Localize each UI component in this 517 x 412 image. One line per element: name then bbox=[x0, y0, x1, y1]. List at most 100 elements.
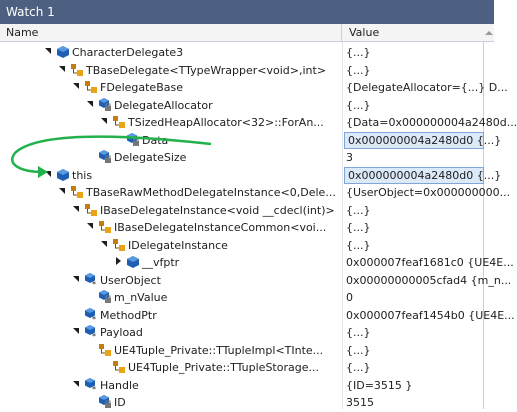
row-value[interactable]: 0x000007feaf1454b0 {UE4E... bbox=[346, 308, 515, 322]
row-value[interactable]: {...} bbox=[346, 221, 371, 234]
svg-text:*: * bbox=[92, 385, 96, 394]
row-name: FDelegateBase bbox=[100, 81, 183, 94]
row-name: DelegateAllocator bbox=[114, 98, 213, 112]
watch-row[interactable]: DelegateAllocator {...} bbox=[0, 96, 494, 115]
watch-row[interactable]: this 0x000000004a2480d0 {...} bbox=[0, 166, 501, 185]
watch-row[interactable]: TBaseDelegate<TTypeWrapper<void>,int> {.… bbox=[0, 61, 494, 80]
expanded-triangle-icon[interactable] bbox=[72, 380, 82, 390]
expanded-triangle-icon[interactable] bbox=[58, 65, 68, 75]
row-value[interactable]: {...} bbox=[346, 98, 371, 112]
row-value[interactable]: 3515 bbox=[346, 396, 374, 409]
expander-placeholder bbox=[72, 310, 82, 320]
row-value[interactable]: 0x000000004a2480d0 {...} bbox=[344, 131, 501, 149]
expanded-triangle-icon[interactable] bbox=[86, 100, 96, 110]
row-value[interactable]: 0 bbox=[346, 291, 353, 304]
watch-row[interactable]: __vfptr 0x000007feaf1681c0 {UE4E... bbox=[0, 253, 514, 272]
expander-placeholder bbox=[86, 345, 96, 355]
row-name: UE4Tuple_Private::TTupleImpl<TInte... bbox=[114, 343, 324, 357]
row-name: this bbox=[72, 168, 93, 182]
object-blue-icon bbox=[56, 45, 70, 59]
scroll-up-icon[interactable] bbox=[484, 24, 494, 41]
watch-rows: CharacterDelegate3 {...} TBaseDelegate<T… bbox=[0, 43, 517, 412]
watch-row[interactable]: * MethodPtr 0x000007feaf1454b0 {UE4E... bbox=[0, 306, 515, 325]
protected-member-icon bbox=[98, 290, 112, 304]
row-value[interactable]: {DelegateAllocator={...} D... bbox=[346, 81, 508, 94]
scrollbar-track[interactable] bbox=[483, 42, 484, 409]
protected-member-icon bbox=[98, 97, 112, 112]
column-divider[interactable] bbox=[342, 42, 343, 409]
collapsed-triangle-icon[interactable] bbox=[114, 257, 124, 267]
expanded-triangle-icon[interactable] bbox=[44, 170, 54, 180]
watch-row[interactable]: IBaseDelegateInstanceCommon<voi... {...} bbox=[0, 218, 494, 237]
watch-row[interactable]: IDelegateInstance {...} bbox=[0, 236, 494, 255]
base-class-icon bbox=[84, 80, 98, 94]
row-value[interactable]: {...} bbox=[346, 63, 371, 77]
expanded-triangle-icon[interactable] bbox=[100, 240, 110, 250]
row-value[interactable]: {...} bbox=[346, 238, 371, 252]
row-value[interactable]: {...} bbox=[346, 46, 371, 59]
expander-placeholder bbox=[86, 397, 96, 407]
expander-placeholder bbox=[86, 152, 96, 162]
name-column-header[interactable]: Name bbox=[0, 24, 342, 41]
row-value[interactable]: 3 bbox=[346, 151, 353, 164]
protected-member-icon bbox=[126, 132, 140, 147]
row-value[interactable]: {...} bbox=[346, 343, 371, 357]
row-value[interactable]: {UserObject=0x000000000... bbox=[346, 186, 511, 199]
expander-placeholder bbox=[114, 135, 124, 145]
row-name: DelegateSize bbox=[114, 151, 187, 164]
watch-row[interactable]: TBaseRawMethodDelegateInstance<0,Dele...… bbox=[0, 183, 511, 202]
row-name: UserObject bbox=[100, 273, 161, 287]
watch-row[interactable]: IBaseDelegateInstance<void __cdecl(int)>… bbox=[0, 201, 494, 220]
expander-placeholder bbox=[100, 362, 110, 372]
watch-row[interactable]: DelegateSize 3 bbox=[0, 148, 494, 167]
row-value[interactable]: 0x00000000005cfad4 {m_n... bbox=[346, 273, 512, 287]
private-member-icon: * bbox=[84, 307, 98, 324]
watch-row[interactable]: UE4Tuple_Private::TTupleImpl<TInte... {.… bbox=[0, 341, 494, 360]
row-name: TBaseDelegate<TTypeWrapper<void>,int> bbox=[86, 63, 327, 77]
watch-row[interactable]: FDelegateBase {DelegateAllocator={...} D… bbox=[0, 78, 508, 97]
watch-row[interactable]: TSizedHeapAllocator<32>::ForAn... {Data=… bbox=[0, 113, 517, 132]
row-name: TBaseRawMethodDelegateInstance<0,Dele... bbox=[86, 186, 336, 199]
base-class-icon bbox=[98, 220, 112, 234]
row-value[interactable]: {...} bbox=[346, 361, 371, 374]
watch-row[interactable]: CharacterDelegate3 {...} bbox=[0, 43, 494, 62]
expanded-triangle-icon[interactable] bbox=[44, 47, 54, 57]
protected-member-icon bbox=[98, 395, 112, 409]
row-value[interactable]: {Data=0x000000004a2480d... bbox=[346, 116, 517, 129]
expanded-triangle-icon[interactable] bbox=[58, 187, 68, 197]
row-name: Payload bbox=[100, 326, 143, 339]
row-name: m_nValue bbox=[114, 291, 168, 304]
svg-text:*: * bbox=[92, 315, 96, 324]
row-value[interactable]: {...} bbox=[346, 326, 371, 339]
row-name: Handle bbox=[100, 378, 139, 392]
row-value[interactable]: {...} bbox=[346, 203, 371, 217]
watch-row[interactable]: m_nValue 0 bbox=[0, 288, 494, 307]
expanded-triangle-icon[interactable] bbox=[72, 275, 82, 285]
row-value[interactable]: 0x000007feaf1681c0 {UE4E... bbox=[346, 256, 514, 269]
row-name: ID bbox=[114, 396, 126, 409]
watch-row[interactable]: * Handle {ID=3515 } bbox=[0, 376, 494, 395]
row-name: UE4Tuple_Private::TTupleStorage... bbox=[128, 361, 319, 374]
watch-row[interactable]: UE4Tuple_Private::TTupleStorage... {...} bbox=[0, 358, 494, 377]
watch-row[interactable]: Data 0x000000004a2480d0 {...} bbox=[0, 131, 501, 150]
expanded-triangle-icon[interactable] bbox=[72, 205, 82, 215]
watch-row[interactable]: * UserObject 0x00000000005cfad4 {m_n... bbox=[0, 271, 512, 290]
expanded-triangle-icon[interactable] bbox=[100, 117, 110, 127]
row-name: CharacterDelegate3 bbox=[72, 46, 184, 59]
watch-row[interactable]: * Payload {...} bbox=[0, 323, 494, 342]
watch-row[interactable]: ID 3515 bbox=[0, 393, 494, 412]
row-name: IBaseDelegateInstance<void __cdecl(int)> bbox=[100, 203, 335, 217]
row-name: TSizedHeapAllocator<32>::ForAn... bbox=[128, 116, 324, 129]
row-value[interactable]: {ID=3515 } bbox=[346, 378, 413, 392]
row-name: IBaseDelegateInstanceCommon<voi... bbox=[114, 221, 327, 234]
expanded-triangle-icon[interactable] bbox=[86, 222, 96, 232]
row-name: IDelegateInstance bbox=[128, 238, 228, 252]
base-class-icon bbox=[98, 343, 112, 357]
value-column-header[interactable]: Value bbox=[349, 26, 380, 39]
expanded-triangle-icon[interactable] bbox=[72, 82, 82, 92]
row-value[interactable]: 0x000000004a2480d0 {...} bbox=[344, 166, 501, 184]
base-class-icon bbox=[70, 63, 84, 77]
base-class-icon bbox=[112, 238, 126, 252]
base-class-icon bbox=[112, 360, 126, 374]
expanded-triangle-icon[interactable] bbox=[72, 327, 82, 337]
